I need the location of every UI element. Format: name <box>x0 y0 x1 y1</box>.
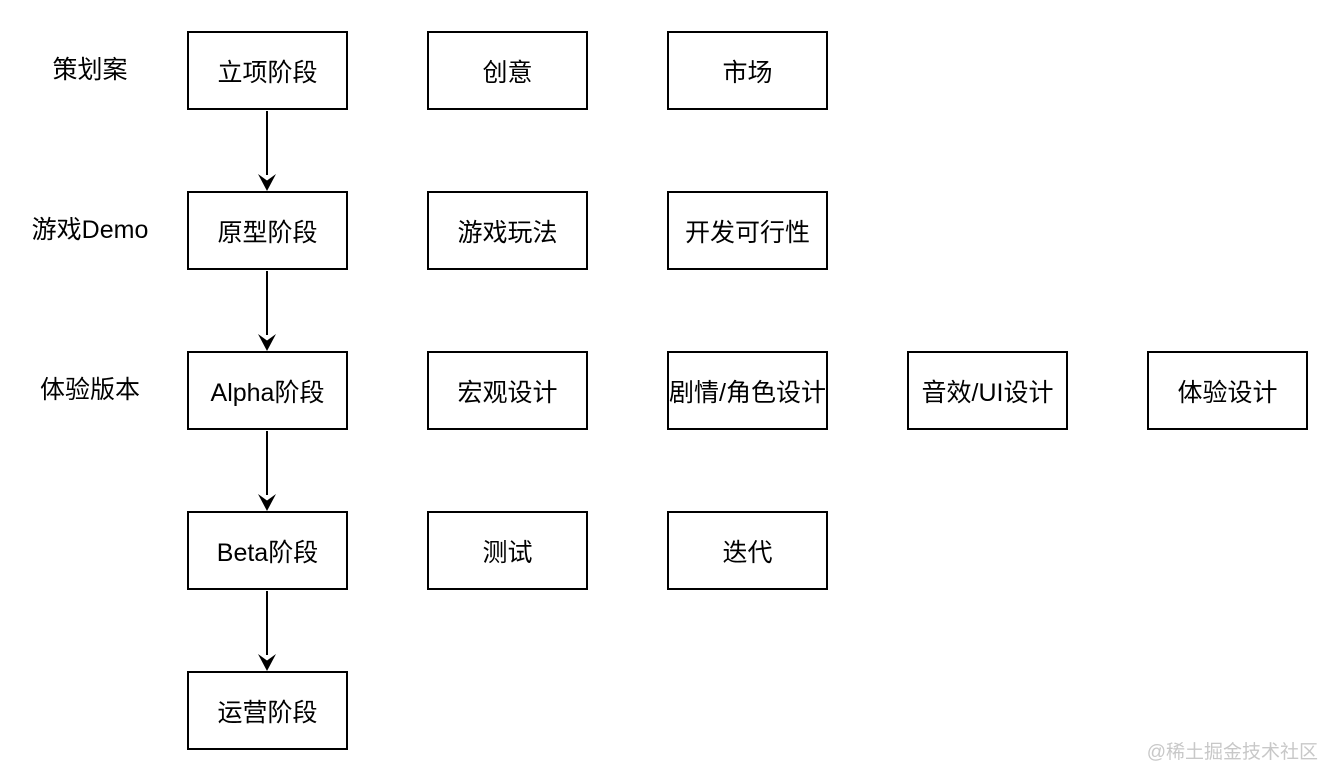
row-label-planning: 策划案 <box>52 56 128 84</box>
activity-box-iteration: 迭代 <box>667 511 828 590</box>
activity-box-experience-design: 体验设计 <box>1147 351 1308 430</box>
row-label-demo: 游戏Demo <box>31 216 149 244</box>
flow-arrow-initiation-to-prototype <box>266 111 268 175</box>
row-label-experience: 体验版本 <box>39 376 140 404</box>
activity-box-story-character-design: 剧情/角色设计 <box>667 351 828 430</box>
activity-box-market: 市场 <box>667 31 828 110</box>
stage-box-alpha: Alpha阶段 <box>187 351 348 430</box>
watermark-text: @稀土掘金技术社区 <box>1146 742 1318 763</box>
stage-box-operation: 运营阶段 <box>187 671 348 750</box>
activity-box-gameplay: 游戏玩法 <box>427 191 588 270</box>
activity-box-macro-design: 宏观设计 <box>427 351 588 430</box>
flow-arrow-prototype-to-alpha <box>266 271 268 335</box>
flow-arrow-beta-to-operation <box>266 591 268 655</box>
activity-box-testing: 测试 <box>427 511 588 590</box>
activity-box-audio-ui-design: 音效/UI设计 <box>907 351 1068 430</box>
stage-box-initiation: 立项阶段 <box>187 31 348 110</box>
stage-box-prototype: 原型阶段 <box>187 191 348 270</box>
flow-arrow-alpha-to-beta <box>266 431 268 495</box>
stage-box-beta: Beta阶段 <box>187 511 348 590</box>
activity-box-feasibility: 开发可行性 <box>667 191 828 270</box>
activity-box-idea: 创意 <box>427 31 588 110</box>
